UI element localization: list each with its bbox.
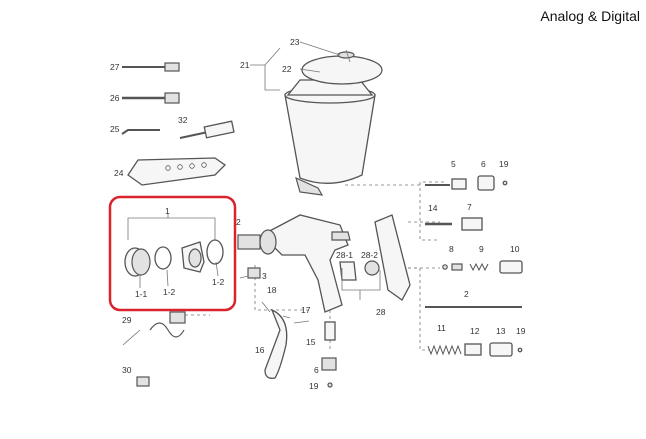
trigger-icon [374,214,411,301]
part-label: 19 [516,326,526,336]
part-label: 10 [510,244,520,254]
knob-icon [442,175,523,357]
part-label: 28-2 [361,250,378,260]
part-label: 1 [165,206,170,216]
part-label: 25 [110,124,120,134]
part-label: 28 [376,307,386,317]
part-label: 8 [449,244,454,254]
part-label: 2 [236,217,241,227]
part-label: 19 [499,159,509,169]
brush-icon [122,62,180,104]
part-label: 1-2 [212,277,225,287]
part-label: 6 [314,365,319,375]
cup-leaders [250,41,341,91]
part-label: 26 [110,93,120,103]
part-label: 13 [496,326,506,336]
hex-key-icon [121,129,160,135]
spray-gun-icon [237,214,351,313]
o-ring-icon [206,239,224,265]
part-label: 29 [122,315,132,325]
part-label: 27 [110,62,120,72]
part-label: 30 [122,365,132,375]
part-label: 18 [267,285,277,295]
air-cap-group-leaders [127,213,219,288]
screwdriver-icon [179,120,235,139]
part-label: 17 [301,305,311,315]
ring-icon [124,247,151,277]
part-label: 22 [282,64,292,74]
part-label: 14 [428,203,438,213]
part-label: 9 [479,244,484,254]
paint-cup-icon [284,59,376,196]
part-label: 1-1 [135,289,148,299]
cup-lid-icon [301,49,383,85]
fluid-nozzle-icon [122,311,337,388]
spanner-icon [127,157,227,186]
air-cap-icon [181,241,205,273]
part-labels: 23 27 21 22 26 25 32 24 5 6 19 1 7 14 2 … [110,37,526,391]
part-label: 32 [178,115,188,125]
part-label: 5 [451,159,456,169]
part-label: 23 [290,37,300,47]
part-label: 7 [467,202,472,212]
spring-icon [149,262,489,356]
highlight-box [108,195,237,312]
fitting-icon [247,260,380,379]
needle-icon [425,184,522,308]
part-label: 3 [262,271,267,281]
part-label: 2 [464,289,469,299]
part-label: 28-1 [336,250,353,260]
part-label: 11 [437,323,446,333]
part-label: 16 [255,345,265,355]
part-label: 1-2 [163,287,176,297]
part-label: 21 [240,60,250,70]
part-label: 24 [114,168,124,178]
part-label: 12 [470,326,480,336]
part-label: 19 [309,381,319,391]
o-ring-icon [154,246,172,270]
sub-assembly-leaders [239,268,381,319]
part-label: 15 [306,337,316,347]
part-label: 6 [481,159,486,169]
brand-label: Analog & Digital [540,8,640,24]
